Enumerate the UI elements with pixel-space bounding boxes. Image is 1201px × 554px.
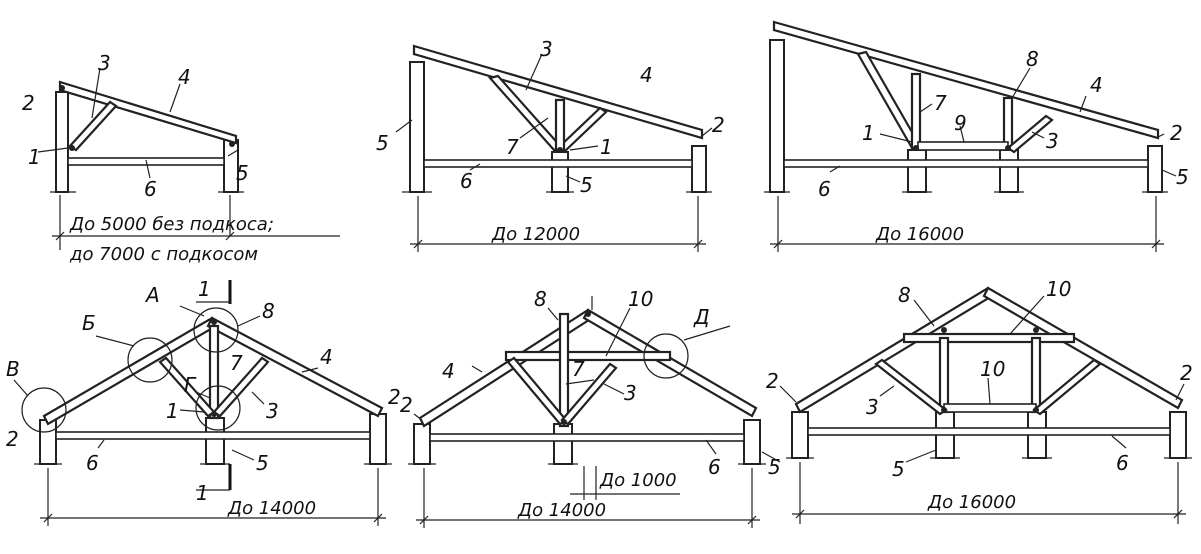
- label-2-right: 2: [388, 385, 401, 409]
- label-5: 5: [236, 161, 249, 185]
- label-5: 5: [580, 173, 593, 197]
- dimension-text: До 14000: [227, 498, 316, 519]
- label-2: 2: [6, 427, 19, 451]
- label-4: 4: [320, 345, 333, 369]
- dimension-text-small: До 1000: [599, 470, 677, 491]
- dimension-text: До 16000: [927, 492, 1016, 513]
- label-7: 7: [572, 357, 585, 381]
- label-10-bottom: 10: [980, 357, 1005, 381]
- diagram-5: 8 10 Д 4 7 3 2 6 5 До 1000 До 14000: [400, 287, 781, 528]
- diagram-1: 2 3 4 1 5 6 До 5000 без подкоса; до 7000…: [22, 51, 340, 265]
- label-3: 3: [1046, 129, 1059, 153]
- label-6: 6: [708, 455, 721, 479]
- label-4: 4: [1090, 73, 1103, 97]
- label-2-left: 2: [766, 369, 779, 393]
- label-4: 4: [640, 63, 653, 87]
- label-5: 5: [256, 451, 269, 475]
- detail-label-d: Д: [693, 305, 710, 329]
- label-4: 4: [178, 65, 191, 89]
- label-3: 3: [866, 395, 879, 419]
- detail-label-a: А: [144, 283, 160, 307]
- label-8: 8: [262, 299, 275, 323]
- label-1: 1: [600, 135, 613, 159]
- label-2: 2: [22, 91, 35, 115]
- label-5: 5: [768, 455, 781, 479]
- label-2-right: 2: [1180, 361, 1193, 385]
- label-6: 6: [460, 169, 473, 193]
- detail-label-v: В: [6, 357, 20, 381]
- label-8: 8: [898, 283, 911, 307]
- label-9: 9: [954, 111, 967, 135]
- label-6: 6: [86, 451, 99, 475]
- dimension-text: До 16000: [875, 224, 964, 245]
- dimension-text: До 14000: [517, 500, 606, 521]
- diagram-2: 3 4 2 7 1 5 5 6 До 12000: [376, 37, 725, 252]
- label-7: 7: [934, 91, 947, 115]
- label-5: 5: [376, 131, 389, 155]
- dimension-text-1: До 5000 без подкоса;: [69, 214, 274, 235]
- diagram-4: 1 А 8 Б В 7 Г 4 2 1 3 2 6 5 1 До 14000: [6, 277, 401, 526]
- label-6: 6: [144, 177, 157, 201]
- dimension-text-2: до 7000 с подкосом: [69, 244, 258, 265]
- dimension-text: До 12000: [491, 224, 580, 245]
- label-2: 2: [400, 393, 413, 417]
- label-3: 3: [624, 381, 637, 405]
- label-5: 5: [1176, 165, 1189, 189]
- label-8: 8: [534, 287, 547, 311]
- label-1: 1: [862, 121, 875, 145]
- label-7: 7: [506, 135, 519, 159]
- label-6: 6: [1116, 451, 1129, 475]
- label-7: 7: [230, 351, 243, 375]
- label-8: 8: [1026, 47, 1039, 71]
- detail-label-b: Б: [82, 311, 96, 335]
- label-2: 2: [1170, 121, 1183, 145]
- label-2: 2: [712, 113, 725, 137]
- section-mark-top: 1: [198, 277, 211, 301]
- label-1: 1: [28, 145, 41, 169]
- section-mark-bottom: 1: [196, 481, 209, 505]
- label-5: 5: [892, 457, 905, 481]
- detail-label-g: Г: [184, 373, 197, 397]
- label-4: 4: [442, 359, 455, 383]
- label-3: 3: [266, 399, 279, 423]
- label-3: 3: [540, 37, 553, 61]
- label-6: 6: [818, 177, 831, 201]
- label-3: 3: [98, 51, 111, 75]
- diagram-6: 8 10 2 3 10 2 5 6 До 16000: [766, 277, 1193, 524]
- diagram-3: 8 4 7 9 1 3 2 5 6 До 16000: [764, 20, 1189, 252]
- label-10-top: 10: [1046, 277, 1071, 301]
- label-1: 1: [166, 399, 179, 423]
- label-10: 10: [628, 287, 653, 311]
